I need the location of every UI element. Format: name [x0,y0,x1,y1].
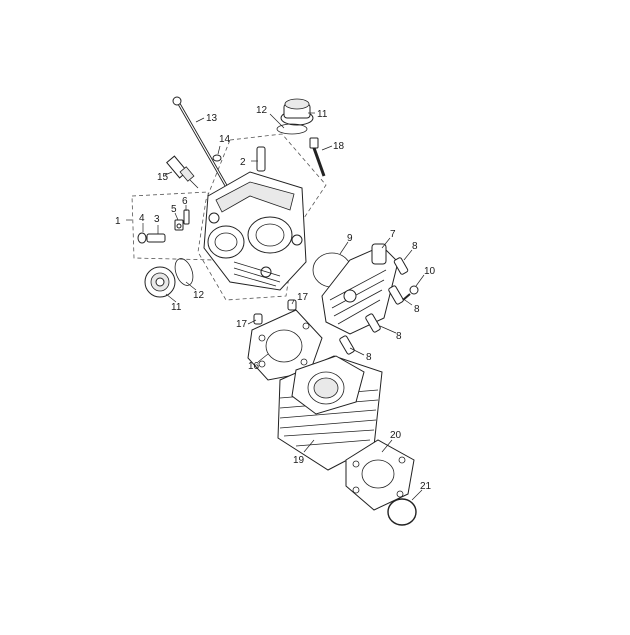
callout-5: 5 [171,204,177,215]
cylinder-head [203,171,307,291]
callout-10: 10 [424,266,436,277]
o-ring-12-left [174,258,194,286]
callout-8-b: 8 [414,304,420,315]
valve-parts-group-frame [131,191,215,261]
callout-2: 2 [240,157,246,168]
bolt-18 [309,137,326,177]
callout-7: 7 [390,229,396,240]
dowel-17-a [253,313,263,325]
cylinder-block-19 [277,355,383,471]
stud-8-a [393,257,409,275]
callout-11-top: 11 [317,109,328,120]
callout-21: 21 [420,481,432,492]
cap-11-left [144,266,176,298]
head-cover-7 [321,243,399,335]
cylinder-head-group-frame [197,133,327,301]
callout-16: 16 [248,361,260,372]
spark-plug-15 [166,155,199,189]
callout-3: 3 [154,214,160,225]
valve-guide-3 [146,233,166,243]
washer-14 [212,154,222,162]
callout-1: 1 [115,216,121,227]
callout-14: 14 [219,134,231,145]
screw-6 [183,209,190,225]
adjuster-5 [174,219,184,231]
stud-8-b [388,285,404,305]
callout-15: 15 [157,172,169,183]
callout-8-a: 8 [412,241,418,252]
o-ring-21 [387,498,417,526]
callout-6: 6 [182,196,188,207]
callout-8-d: 8 [366,352,372,363]
callout-13: 13 [206,113,218,124]
o-ring-12-top [276,123,308,135]
callout-12-top: 12 [256,105,268,116]
bolt-10 [402,285,419,301]
stud-bolt-13 [172,96,234,197]
callout-9: 9 [347,233,353,244]
dowel-17-b [287,299,297,311]
dowel-pin-2 [256,146,266,172]
stud-8-c [365,313,381,333]
callout-4: 4 [139,213,145,224]
valve-seal-4 [137,232,147,244]
callout-18: 18 [333,141,345,152]
stud-8-d [339,335,355,355]
leader-lines [126,112,425,501]
callout-8-c: 8 [396,331,402,342]
callout-17-left: 17 [236,319,248,330]
cap-11-top [280,98,314,126]
base-gasket-20 [345,439,415,511]
callout-12-left: 12 [193,290,205,301]
callout-11-left: 11 [171,302,182,313]
callout-20: 20 [390,430,402,441]
callout-17-right: 17 [297,292,309,303]
callout-19: 19 [293,455,305,466]
